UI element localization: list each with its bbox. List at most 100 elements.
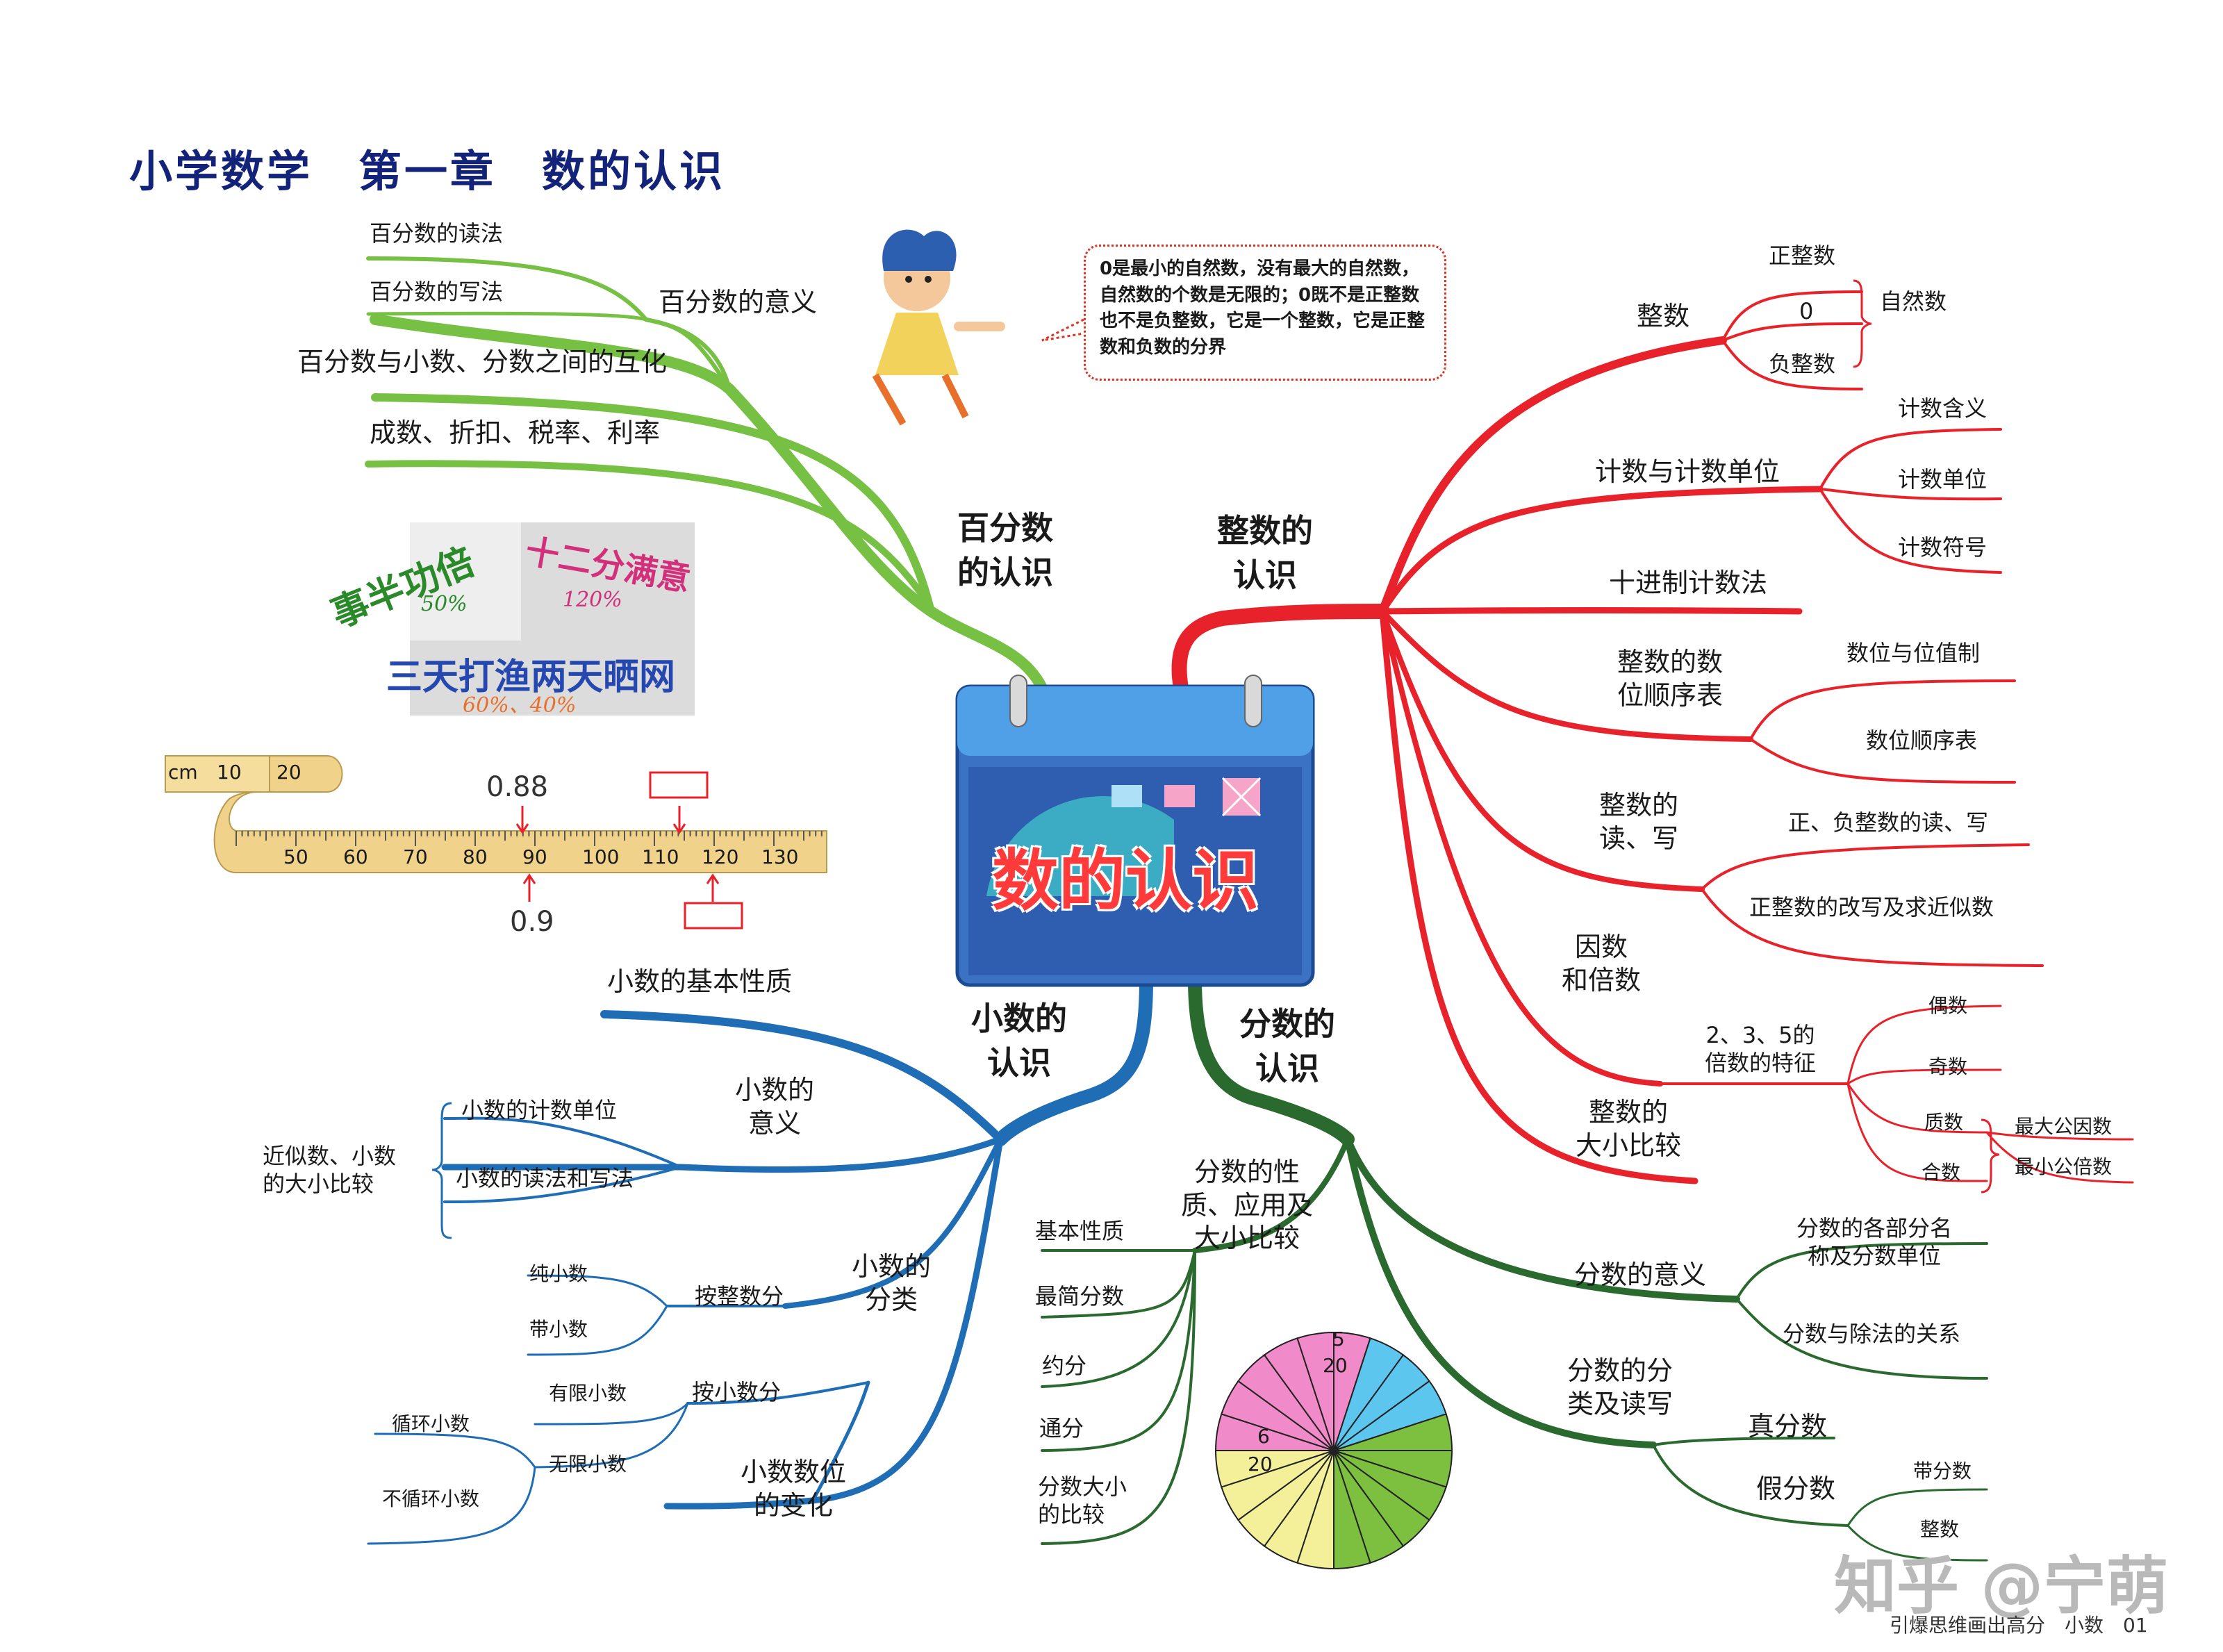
fraction-improper: 假分数	[1756, 1473, 1836, 1504]
decimal-rw: 小数的读法和写法	[456, 1165, 634, 1191]
fraction-division: 分数与除法的关系	[1783, 1321, 1961, 1347]
decimal-infinite: 无限小数	[549, 1453, 627, 1476]
branch-integer-label: 整数的 认识	[1217, 512, 1313, 595]
integer-counting: 计数与计数单位	[1595, 456, 1780, 487]
ruler-top-tick-0: 10	[217, 761, 242, 784]
integer-lcm: 最小公倍数	[2015, 1155, 2113, 1178]
integer-features: 2、3、5的 倍数的特征	[1705, 1022, 1817, 1076]
fraction-parts: 分数的各部分名 称及分数单位	[1796, 1215, 1953, 1269]
ruler-unit: cm	[168, 761, 198, 784]
decimal-approx: 近似数、小数 的大小比较	[263, 1143, 397, 1197]
integer-rw1: 正、负整数的读、写	[1788, 809, 1989, 836]
answer-box-top	[649, 771, 709, 799]
fraction-meaning: 分数的意义	[1574, 1259, 1707, 1290]
fraction-mixed: 带分数	[1913, 1460, 1972, 1482]
integer-place-order: 数位顺序表	[1866, 727, 1978, 754]
percent-read: 百分数的读法	[370, 220, 504, 247]
ruler-scale-label: 120	[702, 845, 739, 868]
decimal-branch-lines	[367, 973, 1153, 1545]
pie-f1-num: 5	[1332, 1328, 1345, 1350]
decimal-unit: 小数的计数单位	[461, 1097, 618, 1123]
ruler-scale-label: 90	[522, 845, 547, 868]
answer-box-bottom	[684, 902, 743, 930]
percent-meaning: 百分数的意义	[659, 287, 818, 317]
idiom-panel-light	[410, 522, 521, 641]
integer-place-table: 整数的数 位顺序表	[1617, 647, 1724, 711]
ruler-scale-label: 70	[403, 845, 428, 868]
ruler-tick-marks	[235, 831, 823, 846]
decimal-basic: 小数的基本性质	[607, 966, 793, 997]
idiom-c: 三天打渔两天晒网	[386, 656, 676, 698]
percent-write: 百分数的写法	[370, 279, 504, 305]
arrow-top-box	[672, 806, 686, 834]
idiom-b-pct: 120%	[563, 588, 622, 612]
braces	[431, 279, 2000, 1239]
integer-count-meaning: 计数含义	[1898, 395, 1988, 422]
integer-zero: 0	[1799, 298, 1814, 324]
percent-branch-lines	[365, 256, 1048, 693]
decimal-by-dec: 按小数分	[692, 1379, 782, 1405]
integer-read-write: 整数的 读、写	[1599, 790, 1679, 854]
percent-rates: 成数、折扣、税率、利率	[370, 418, 661, 448]
ruler-top-tick-1: 20	[276, 761, 301, 784]
integer-branch-lines	[1171, 290, 2134, 1184]
ruler-scale-label: 110	[642, 845, 679, 868]
integer-place-value: 数位与位值制	[1846, 640, 1981, 666]
arrow-bottom-box	[706, 873, 720, 902]
integer-positive: 正整数	[1769, 242, 1836, 269]
pie-f1-den: 20	[1323, 1354, 1348, 1377]
integer-prime: 质数	[1924, 1111, 1964, 1134]
decimal-repeating: 循环小数	[392, 1412, 470, 1435]
branch-percent-label: 百分数 的认识	[957, 509, 1053, 592]
measuring-tape-illustration	[165, 755, 827, 873]
idiom-a-pct: 50%	[421, 592, 468, 616]
integer-negative: 负整数	[1769, 351, 1836, 377]
ruler-scale-label: 100	[582, 845, 620, 868]
branch-decimal-label: 小数的 认识	[971, 1000, 1067, 1082]
integer-even: 偶数	[1928, 994, 1968, 1017]
decimal-classify: 小数的 分类	[852, 1251, 932, 1315]
fraction-props: 分数的性 质、应用及 大小比较	[1181, 1157, 1314, 1253]
fraction-basic: 基本性质	[1035, 1218, 1125, 1244]
pie-slice	[1296, 1331, 1334, 1451]
center-calendar-illustration	[955, 675, 1315, 987]
decimal-shift: 小数数位 的变化	[741, 1457, 847, 1521]
decimal-mixed: 带小数	[529, 1318, 588, 1341]
ruler-mark-top: 0.88	[486, 771, 549, 803]
decimal-finite: 有限小数	[549, 1382, 627, 1405]
integer-natural: 自然数	[1880, 288, 1947, 315]
integer-zhengshu: 整数	[1637, 301, 1690, 331]
integer-odd: 奇数	[1928, 1055, 1968, 1078]
center-topic: 数的认识	[992, 842, 1259, 920]
ruler-scale-label: 60	[343, 845, 368, 868]
arrow-bottom-09	[522, 873, 536, 902]
integer-rw2: 正整数的改写及求近似数	[1749, 894, 1994, 920]
integer-composite: 合数	[1922, 1161, 1961, 1184]
integer-gcd: 最大公因数	[2015, 1115, 2113, 1138]
decimal-nonrepeating: 不循环小数	[382, 1487, 480, 1510]
fraction-proper: 真分数	[1748, 1411, 1828, 1442]
fraction-simplest: 最简分数	[1035, 1283, 1125, 1310]
percent-convert: 百分数与小数、分数之间的互化	[297, 347, 668, 377]
pie-f2-den: 20	[1248, 1453, 1273, 1476]
decimal-pure: 纯小数	[529, 1262, 588, 1285]
speech-bubble: 0是最小的自然数，没有最大的自然数，自然数的个数是无限的；0既不是正整数也不是负…	[1084, 245, 1446, 381]
footer-text: 引爆思维画出高分 小数 01	[1890, 1614, 2148, 1637]
pie-f2-num: 6	[1257, 1425, 1270, 1448]
decimal-by-int: 按整数分	[695, 1283, 784, 1310]
fraction-pie-chart	[1214, 1331, 1453, 1570]
integer-decimal-system: 十进制计数法	[1609, 568, 1768, 598]
integer-factors: 因数 和倍数	[1562, 932, 1642, 996]
page-title: 小学数学 第一章 数的认识	[129, 146, 726, 197]
fraction-common: 通分	[1039, 1415, 1084, 1442]
watermark: 知乎 @宁萌	[1834, 1550, 2169, 1623]
ruler-mark-bottom: 0.9	[510, 906, 554, 938]
fraction-classify: 分数的分 类及读写	[1567, 1355, 1674, 1419]
ruler-scale-label: 130	[761, 845, 799, 868]
cartoon-girl-illustration	[872, 229, 1005, 426]
idiom-c-pct: 60%、40%	[463, 693, 577, 718]
fraction-compare: 分数大小 的比较	[1038, 1473, 1127, 1528]
ruler-scale-label: 80	[463, 845, 488, 868]
integer-count-unit: 计数单位	[1898, 466, 1988, 493]
